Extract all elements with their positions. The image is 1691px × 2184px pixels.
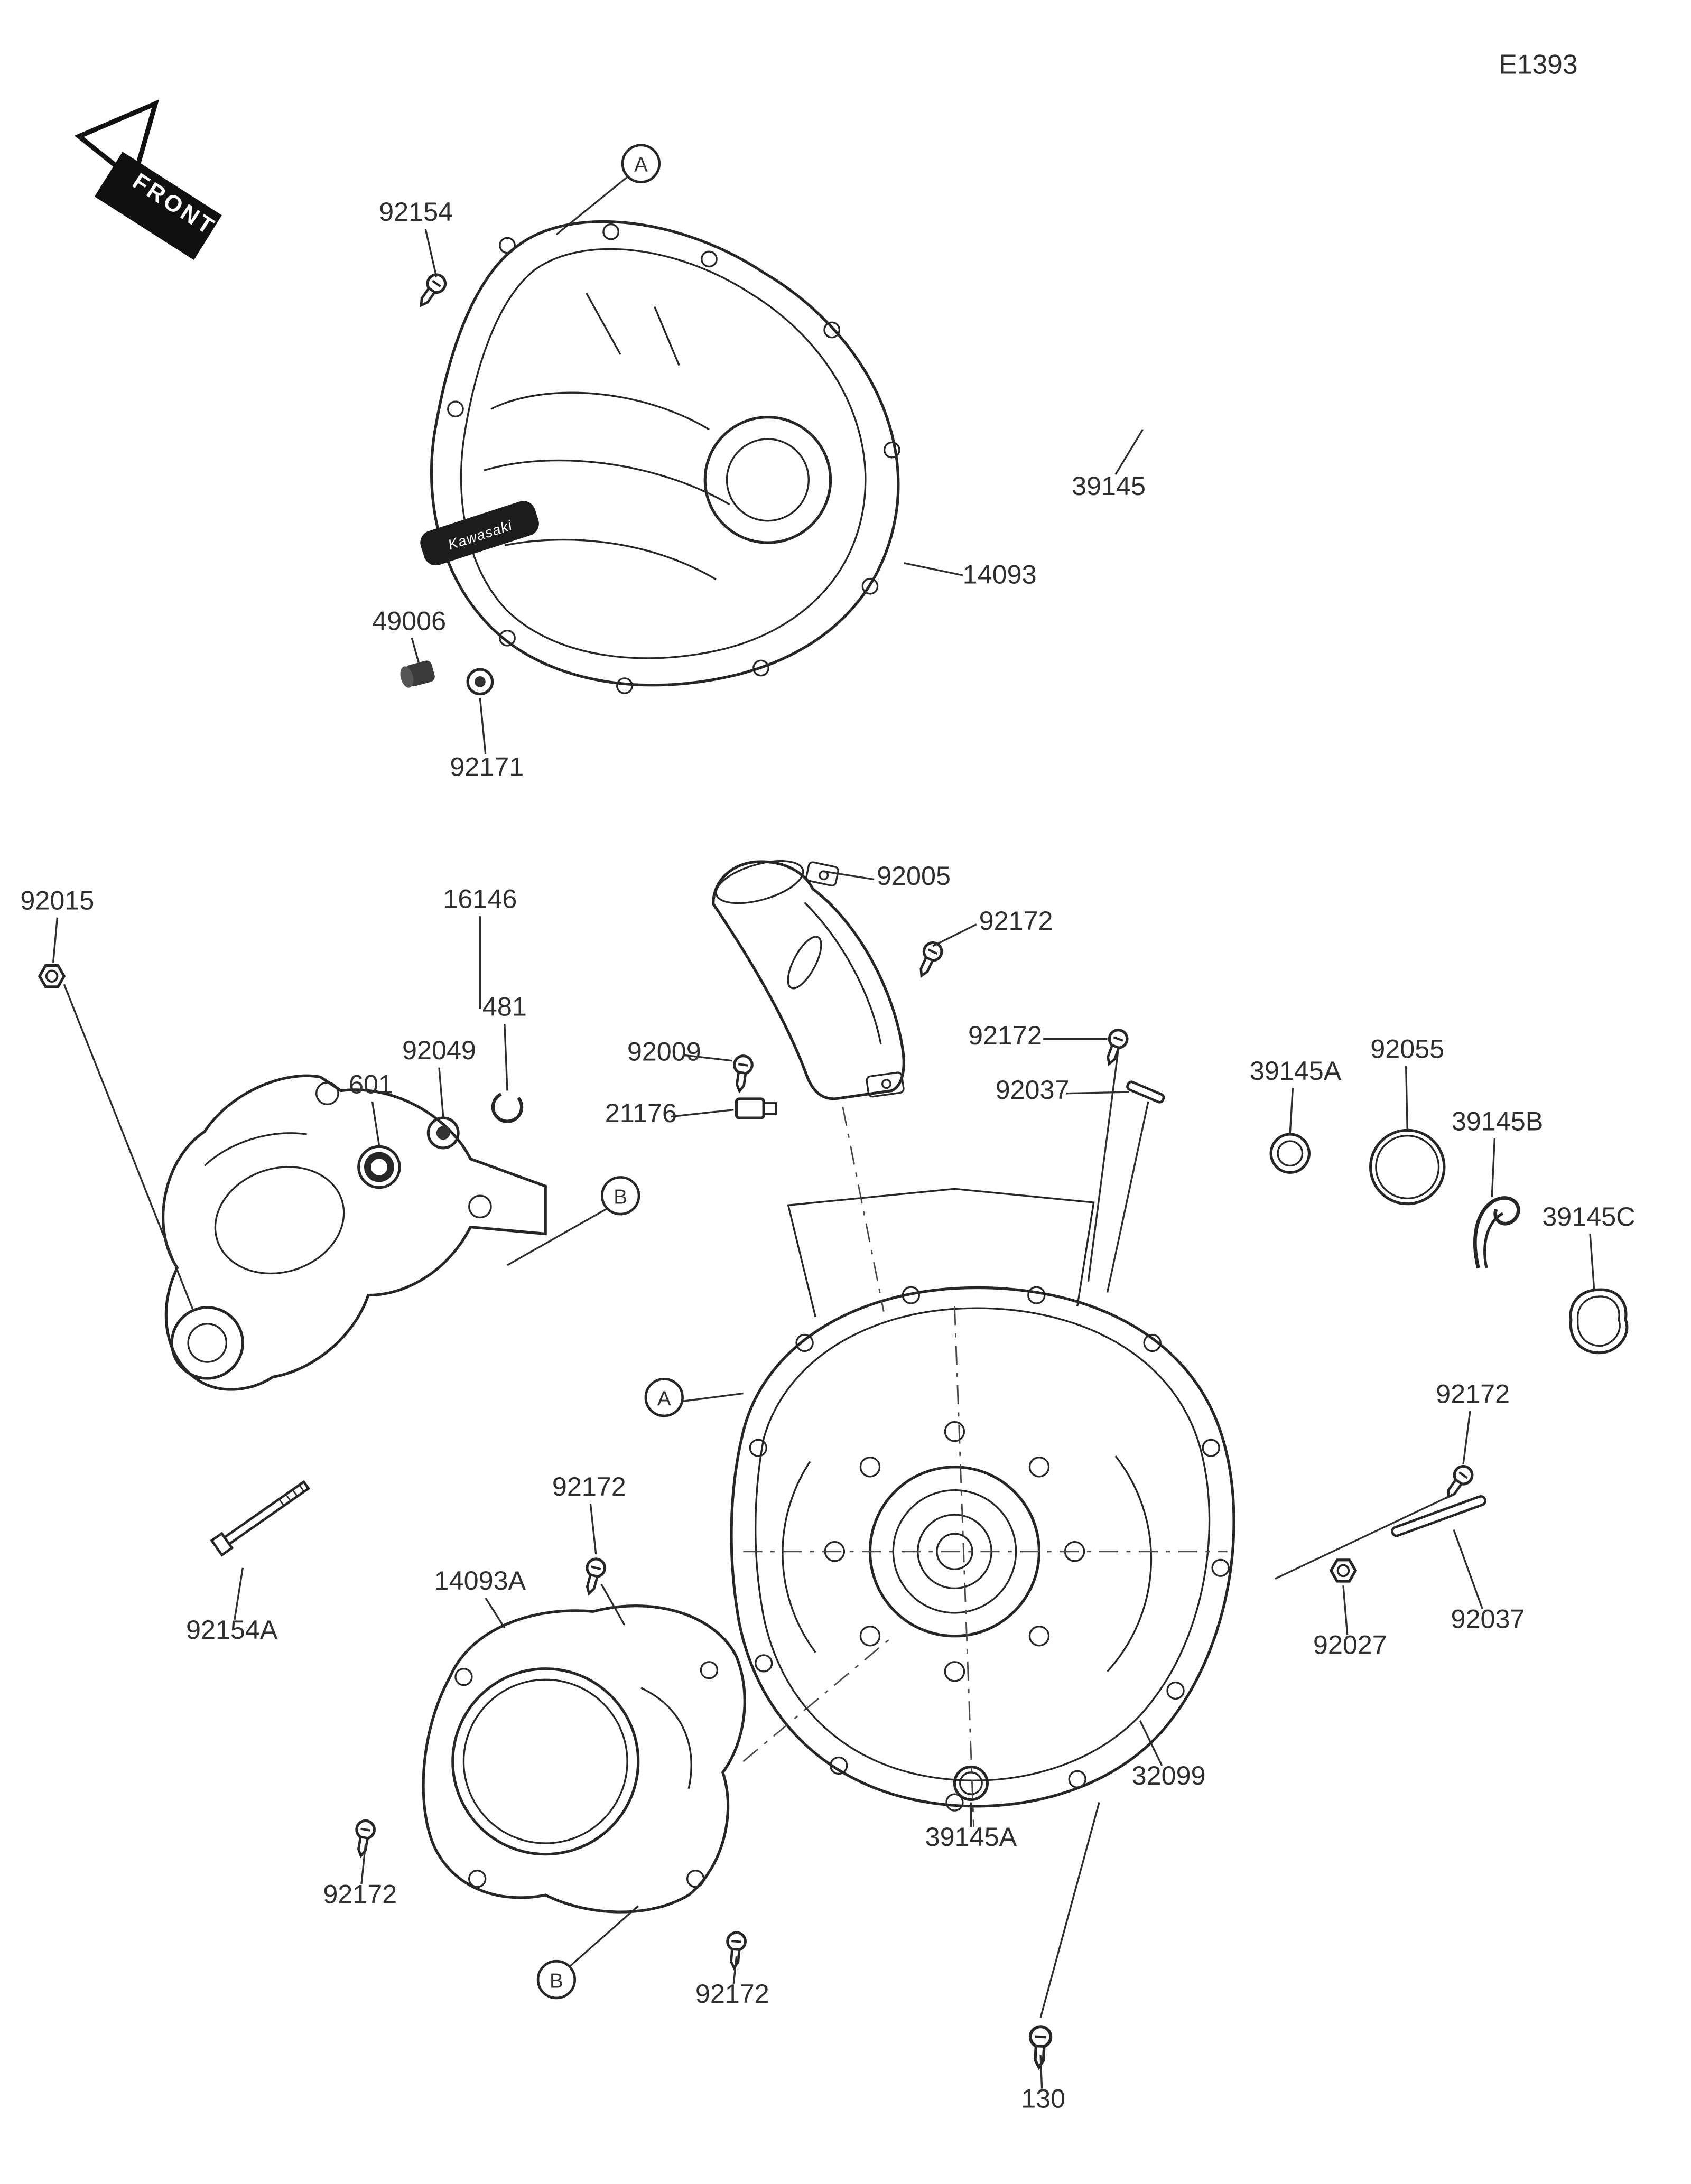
nut-92015-drawing xyxy=(40,966,64,987)
screw-92154-drawing xyxy=(414,271,449,310)
part-label-130: 130 xyxy=(1021,2084,1065,2114)
part-label-92037-2: 92037 xyxy=(1451,1603,1525,1634)
part-number-labels: 92154 39145 14093 49006 92171 92015 1614… xyxy=(20,197,1635,2114)
part-label-16146: 16146 xyxy=(443,884,517,914)
oil-seal-92049-drawing xyxy=(426,1116,460,1150)
part-label-92172-5: 92172 xyxy=(323,1879,397,1909)
callout-a-top: A xyxy=(621,144,661,183)
part-label-14093A: 14093A xyxy=(434,1565,526,1595)
part-label-92172-2: 92172 xyxy=(968,1020,1042,1050)
pin-92037-1-drawing xyxy=(1126,1080,1165,1104)
screw-92172-2-drawing xyxy=(1101,1028,1129,1067)
part-label-39145B: 39145B xyxy=(1452,1106,1543,1136)
part-label-32099: 32099 xyxy=(1132,1760,1206,1790)
callout-a-cover-letter: A xyxy=(657,1388,671,1411)
part-label-21176: 21176 xyxy=(605,1098,677,1128)
engine-cover-14093A-drawing xyxy=(422,1604,746,1914)
front-arrow-banner xyxy=(94,152,222,260)
part-label-92015: 92015 xyxy=(20,885,94,915)
diagram-code: E1393 xyxy=(1499,49,1577,79)
engine-cover-14093-drawing: Kawasaki xyxy=(420,220,900,694)
part-label-601: 601 xyxy=(349,1069,393,1099)
part-label-92005: 92005 xyxy=(877,861,951,891)
part-label-39145C: 39145C xyxy=(1542,1201,1635,1231)
oring-39145A-2-drawing xyxy=(953,1765,989,1802)
bracket-16146-drawing xyxy=(162,1074,547,1391)
callout-b-bottom-letter: B xyxy=(550,1970,563,1993)
callout-b-mid-letter: B xyxy=(614,1186,627,1209)
nut-92027-drawing xyxy=(1331,1560,1355,1581)
assembly-center-lines xyxy=(63,984,1454,2018)
part-label-92009: 92009 xyxy=(627,1037,701,1067)
part-label-92037-1: 92037 xyxy=(996,1075,1070,1105)
leader-lines xyxy=(52,175,1595,2089)
clip-39145B-drawing xyxy=(1473,1196,1520,1268)
sensor-21176-drawing xyxy=(735,1097,777,1119)
plug-49006-drawing xyxy=(400,660,435,688)
part-label-92154A: 92154A xyxy=(186,1614,278,1645)
screw-92172-3-drawing xyxy=(1441,1463,1475,1502)
collar-39145A-1-drawing xyxy=(1269,1133,1311,1174)
bolt-92154A-drawing xyxy=(210,1480,311,1557)
screw-92172-1-drawing xyxy=(914,940,945,979)
part-label-39145: 39145 xyxy=(1072,471,1146,501)
callout-a-cover: A xyxy=(644,1377,684,1417)
part-label-481: 481 xyxy=(482,992,527,1022)
circlip-481-drawing xyxy=(491,1091,524,1123)
part-label-92172-4: 92172 xyxy=(552,1471,626,1501)
part-label-39145A-1: 39145A xyxy=(1250,1056,1342,1086)
part-label-39145A-2: 39145A xyxy=(925,1822,1017,1852)
part-label-92154: 92154 xyxy=(379,197,453,227)
grommet-92171-drawing xyxy=(466,668,494,696)
part-label-92172-1: 92172 xyxy=(979,906,1053,936)
part-label-92027: 92027 xyxy=(1313,1629,1387,1659)
front-direction-arrow: FRONT xyxy=(74,99,222,260)
part-label-49006: 49006 xyxy=(372,605,446,636)
duct-92005-drawing xyxy=(712,860,905,1100)
callout-a-top-letter: A xyxy=(634,154,648,176)
part-label-92172-6: 92172 xyxy=(695,1978,769,2009)
part-label-92055: 92055 xyxy=(1370,1034,1444,1064)
callout-b-mid: B xyxy=(601,1176,640,1216)
part-label-92171: 92171 xyxy=(450,751,524,781)
part-label-92049: 92049 xyxy=(402,1035,476,1065)
part-label-14093: 14093 xyxy=(963,559,1037,590)
kawasaki-badge: Kawasaki xyxy=(420,501,539,566)
screw-92172-4-drawing xyxy=(581,1557,607,1595)
part-label-92172-3: 92172 xyxy=(1436,1378,1510,1408)
converter-cover-32099-drawing xyxy=(730,1188,1235,1812)
oring-92055-drawing xyxy=(1369,1128,1446,1206)
callout-b-bottom: B xyxy=(536,1959,577,2000)
bearing-601-drawing xyxy=(357,1145,401,1189)
gasket-39145-drawing xyxy=(868,21,1271,437)
gasket-39145C-drawing xyxy=(1569,1288,1629,1355)
pin-92037-2-drawing xyxy=(1391,1495,1486,1537)
screw-92009-drawing xyxy=(731,1055,754,1093)
